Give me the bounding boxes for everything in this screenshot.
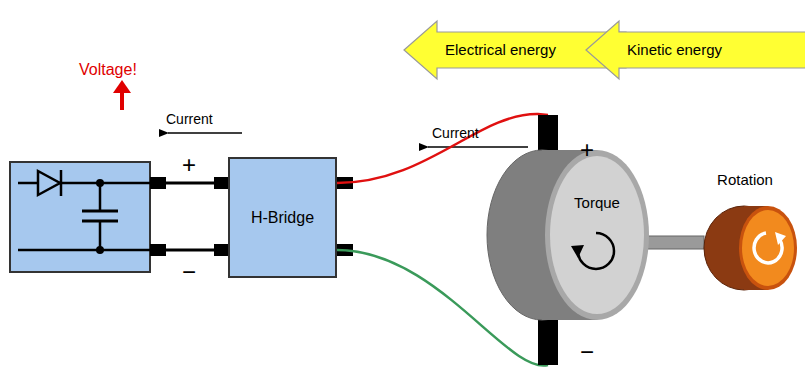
polarity-sign: − bbox=[580, 340, 594, 364]
torque-arc bbox=[578, 233, 614, 269]
node-text: H-Bridge bbox=[251, 209, 314, 227]
terminal bbox=[150, 177, 166, 189]
h-bridge-box: H-Bridge bbox=[228, 157, 337, 278]
voltage-label: Voltage! bbox=[79, 62, 137, 78]
voltage-arrow bbox=[120, 92, 124, 110]
capacitor-plate bbox=[82, 220, 118, 223]
polarity-sign: + bbox=[182, 153, 196, 177]
dc-link-box bbox=[10, 162, 150, 272]
wire bbox=[99, 183, 102, 211]
current-label: Current bbox=[166, 112, 213, 126]
arrow-fill bbox=[586, 21, 805, 79]
current-label: Current bbox=[432, 126, 479, 140]
wire bbox=[18, 249, 150, 252]
voltage-arrowhead bbox=[113, 80, 131, 93]
capacitor-plate bbox=[82, 210, 118, 213]
diode-symbol bbox=[38, 171, 60, 195]
node-text: Torque bbox=[574, 195, 620, 210]
motor-shape bbox=[480, 115, 650, 365]
torque-arrowhead bbox=[571, 245, 584, 258]
node-text: Rotation bbox=[717, 172, 773, 187]
node-text: Electrical energy bbox=[445, 42, 556, 57]
terminal bbox=[214, 177, 229, 189]
load-face bbox=[742, 210, 794, 286]
diode-bar bbox=[60, 170, 63, 196]
motor-face-rim bbox=[545, 150, 649, 320]
dc-motor: Torque bbox=[480, 115, 650, 365]
polarity-sign: + bbox=[580, 138, 594, 162]
current-arrow bbox=[428, 146, 528, 148]
energy-arrow: Kinetic energy bbox=[585, 20, 805, 80]
motor-face bbox=[550, 156, 644, 314]
rotating-load: Rotation bbox=[686, 166, 800, 296]
polarity-sign: − bbox=[182, 260, 196, 284]
terminal bbox=[150, 244, 166, 256]
wire bbox=[99, 221, 102, 250]
node-text: Kinetic energy bbox=[627, 42, 722, 57]
load-face-rim bbox=[739, 206, 797, 290]
terminal bbox=[214, 244, 229, 256]
current-arrow bbox=[168, 132, 242, 134]
dc-wire bbox=[165, 182, 218, 185]
rotation-arrowhead bbox=[775, 232, 786, 245]
dc-wire bbox=[165, 249, 218, 252]
